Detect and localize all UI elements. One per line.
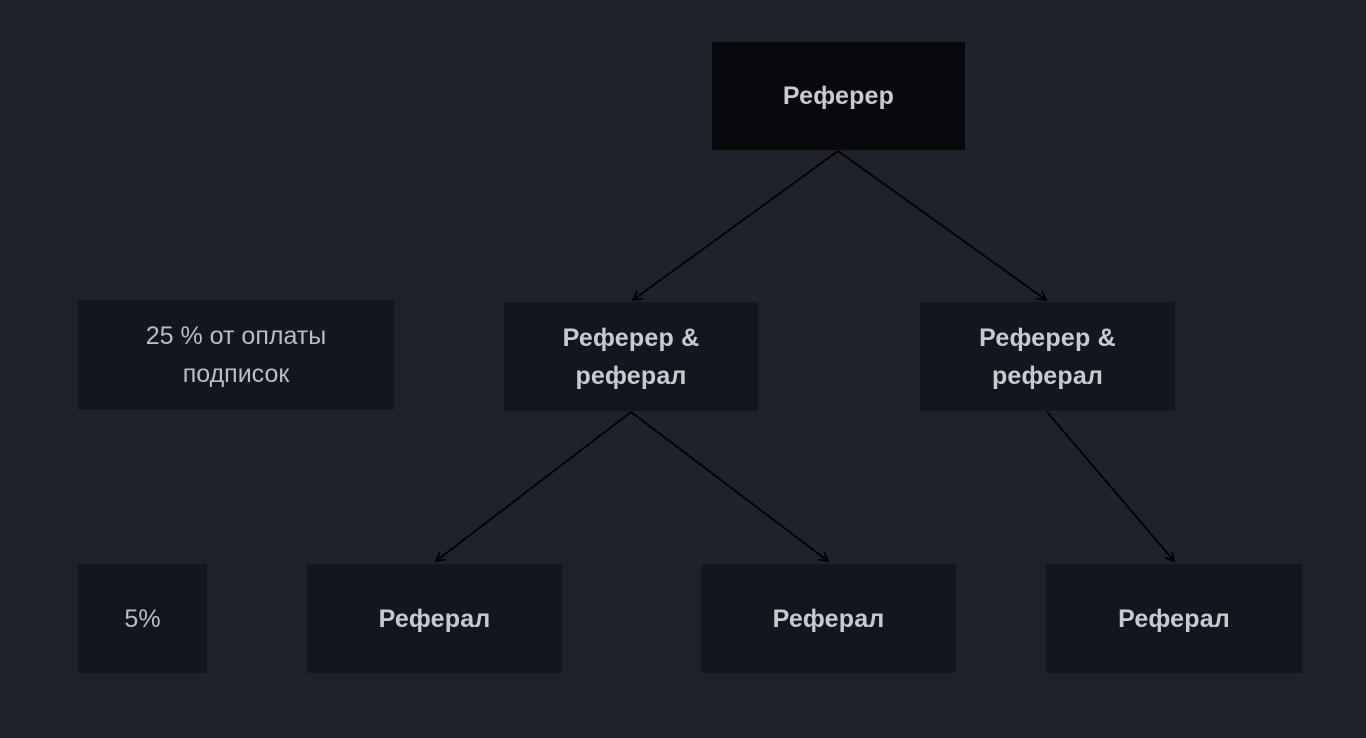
node-referrer-referral-left-label: Реферер & реферал — [562, 323, 700, 390]
node-referral-1: Реферал — [307, 564, 562, 673]
node-referrer-referral-right-label: Реферер & реферал — [979, 323, 1116, 390]
annotation-level2-commission-label: 5% — [124, 604, 161, 633]
node-referral-2-label: Реферал — [772, 604, 885, 633]
node-referrer: Реферер — [712, 42, 965, 150]
node-referral-2: Реферал — [701, 564, 956, 673]
node-referral-3: Реферал — [1046, 564, 1302, 673]
node-referrer-referral-right: Реферер & реферал — [920, 302, 1175, 411]
node-referral-1-label: Реферал — [378, 604, 491, 633]
node-referrer-referral-left: Реферер & реферал — [504, 302, 758, 411]
node-referral-3-label: Реферал — [1118, 604, 1230, 633]
annotation-level1-commission-label: 25 % от оплаты подписок — [145, 322, 327, 388]
node-referrer-label: Реферер — [782, 82, 895, 110]
edge-referrer-to-right-pair — [837, 150, 1047, 301]
annotation-level1-commission: 25 % от оплаты подписок — [78, 300, 394, 410]
edge-left-pair-to-referral-2 — [630, 411, 829, 562]
edge-right-pair-to-referral-3 — [1046, 411, 1175, 562]
edge-left-pair-to-referral-1 — [435, 411, 632, 562]
annotation-level2-commission: 5% — [78, 564, 207, 673]
edge-referrer-to-left-pair — [632, 150, 839, 301]
